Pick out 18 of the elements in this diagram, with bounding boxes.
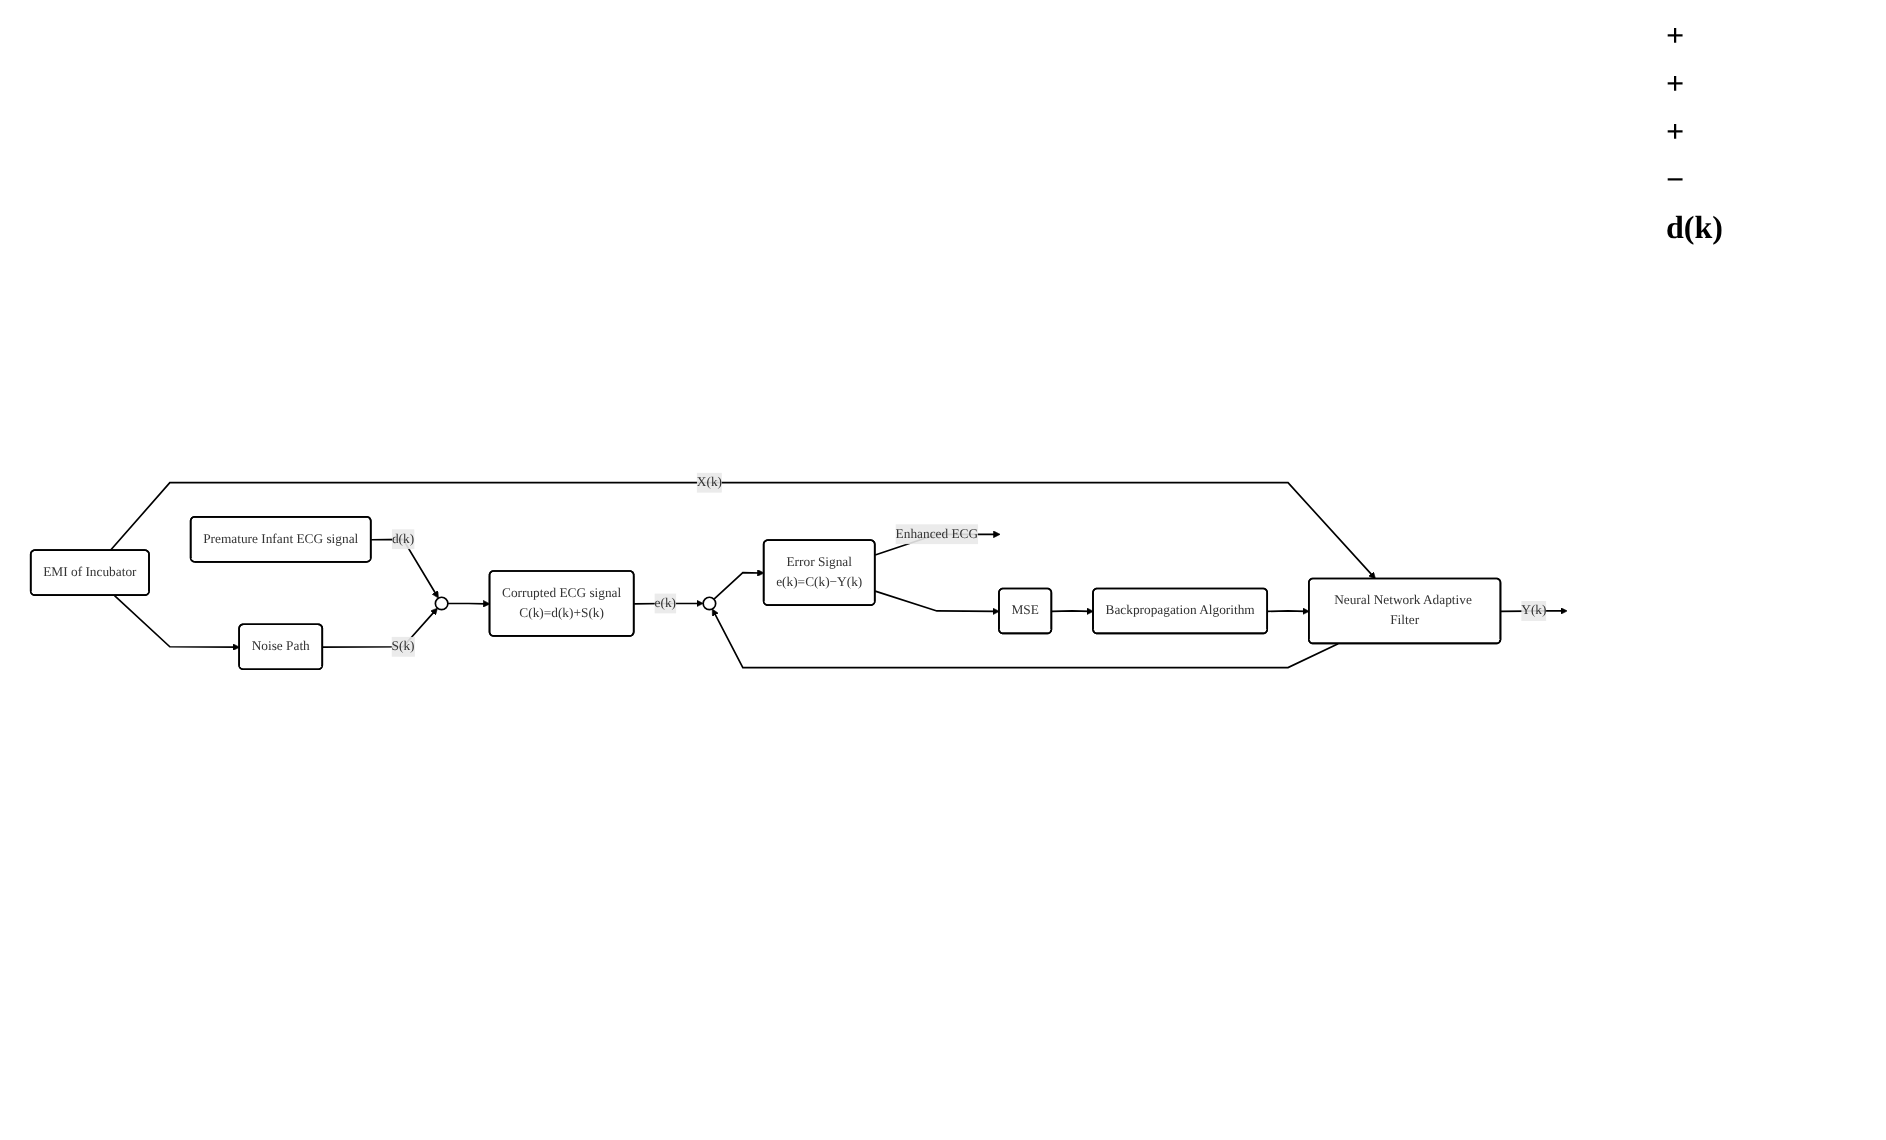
sign-label: d(k) <box>1666 212 1725 248</box>
arrow <box>369 537 438 598</box>
sign-label: + <box>1666 68 1687 104</box>
sign-label: + <box>1666 20 1687 56</box>
arrow <box>108 480 1375 579</box>
arrow <box>712 568 764 600</box>
node-circle <box>701 595 716 610</box>
arrow <box>1049 606 1093 614</box>
arrow <box>632 598 703 607</box>
arrow <box>446 599 490 607</box>
arrow <box>873 589 999 615</box>
arrow <box>711 607 1338 668</box>
arrow <box>112 593 239 650</box>
sign-label: + <box>1666 116 1687 152</box>
node-circle <box>433 595 448 610</box>
arrow <box>1265 606 1309 614</box>
sign-label: − <box>1666 164 1687 200</box>
arrow <box>320 606 437 648</box>
